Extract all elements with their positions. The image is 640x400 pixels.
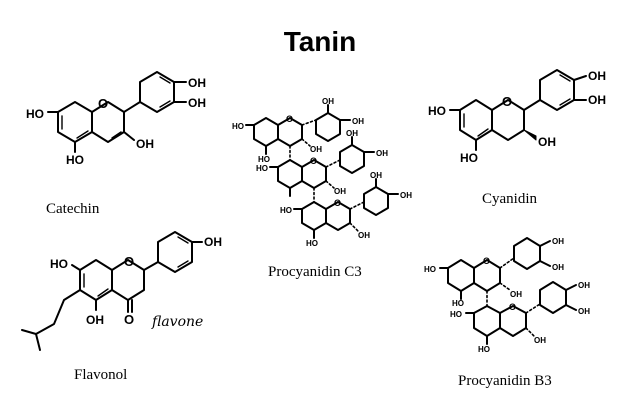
flavonol-handwritten-note: flavone bbox=[151, 314, 203, 330]
b3-u2-oh-3p: OH bbox=[578, 281, 590, 290]
flavonol-ring-o: O bbox=[124, 254, 134, 269]
flavonol-oh-4p: OH bbox=[204, 235, 222, 249]
c3-u3-ho-5: HO bbox=[306, 239, 318, 248]
c3-u3-o: O bbox=[334, 198, 341, 208]
cyanidin-ring-o: O bbox=[502, 94, 512, 109]
c3-u2-oh-4p: OH bbox=[376, 149, 388, 158]
flavonol-carbonyl-o: O bbox=[124, 312, 134, 327]
caption-procyanidin-c3: Procyanidin C3 bbox=[268, 264, 362, 280]
b3-u2-o: O bbox=[509, 302, 516, 312]
flavonol-ho-7: HO bbox=[50, 257, 68, 271]
c3-u1-oh-3: OH bbox=[310, 145, 322, 154]
catechin-ring-o: O bbox=[98, 96, 108, 111]
c3-u1-ho-5: HO bbox=[258, 155, 270, 164]
b3-u1-ho-5: HO bbox=[452, 299, 464, 308]
c3-u3-ho: HO bbox=[280, 206, 292, 215]
caption-procyanidin-b3: Procyanidin B3 bbox=[458, 373, 552, 389]
b3-u1-ho: HO bbox=[424, 265, 436, 274]
catechin-ho-5: HO bbox=[66, 153, 84, 167]
c3-u3-oh-3: OH bbox=[358, 231, 370, 240]
c3-u2-ho: HO bbox=[256, 164, 268, 173]
caption-flavonol: Flavonol bbox=[74, 367, 128, 383]
b3-u2-ho: HO bbox=[450, 310, 462, 319]
c3-u2-o: O bbox=[310, 156, 317, 166]
b3-u1-oh-3p: OH bbox=[552, 237, 564, 246]
c3-u3-oh-4p: OH bbox=[400, 191, 412, 200]
cyanidin-oh-4p: OH bbox=[588, 93, 606, 107]
figure-title: Tanin bbox=[283, 26, 357, 57]
caption-catechin: Catechin bbox=[46, 201, 100, 217]
cyanidin-oh-3p: OH bbox=[588, 69, 606, 83]
caption-cyanidin: Cyanidin bbox=[482, 191, 537, 207]
c3-u1-ho: HO bbox=[232, 122, 244, 131]
b3-u2-oh-3: OH bbox=[534, 336, 546, 345]
c3-u1-oh-3p: OH bbox=[322, 97, 334, 106]
c3-u2-oh-3p: OH bbox=[346, 129, 358, 138]
c3-u3-oh-3p: OH bbox=[370, 171, 382, 180]
b3-u1-o: O bbox=[483, 256, 490, 266]
b3-u2-ho-5: HO bbox=[478, 345, 490, 354]
catechin-oh-3p: OH bbox=[188, 76, 206, 90]
cyanidin-oh-3: OH bbox=[538, 135, 556, 149]
cyanidin-ho-7: HO bbox=[428, 104, 446, 118]
b3-u1-oh-3: OH bbox=[510, 290, 522, 299]
c3-u2-oh-3: OH bbox=[334, 187, 346, 196]
catechin-ho-7: HO bbox=[26, 107, 44, 121]
c3-u1-oh-4p: OH bbox=[352, 117, 364, 126]
c3-u1-o: O bbox=[286, 114, 293, 124]
catechin-oh-4p: OH bbox=[188, 96, 206, 110]
b3-u1-oh-4p: OH bbox=[552, 263, 564, 272]
b3-u2-oh-4p: OH bbox=[578, 307, 590, 316]
flavonol-oh-5: OH bbox=[86, 313, 104, 327]
catechin-oh-3: OH bbox=[136, 137, 154, 151]
cyanidin-ho-5: HO bbox=[460, 151, 478, 165]
